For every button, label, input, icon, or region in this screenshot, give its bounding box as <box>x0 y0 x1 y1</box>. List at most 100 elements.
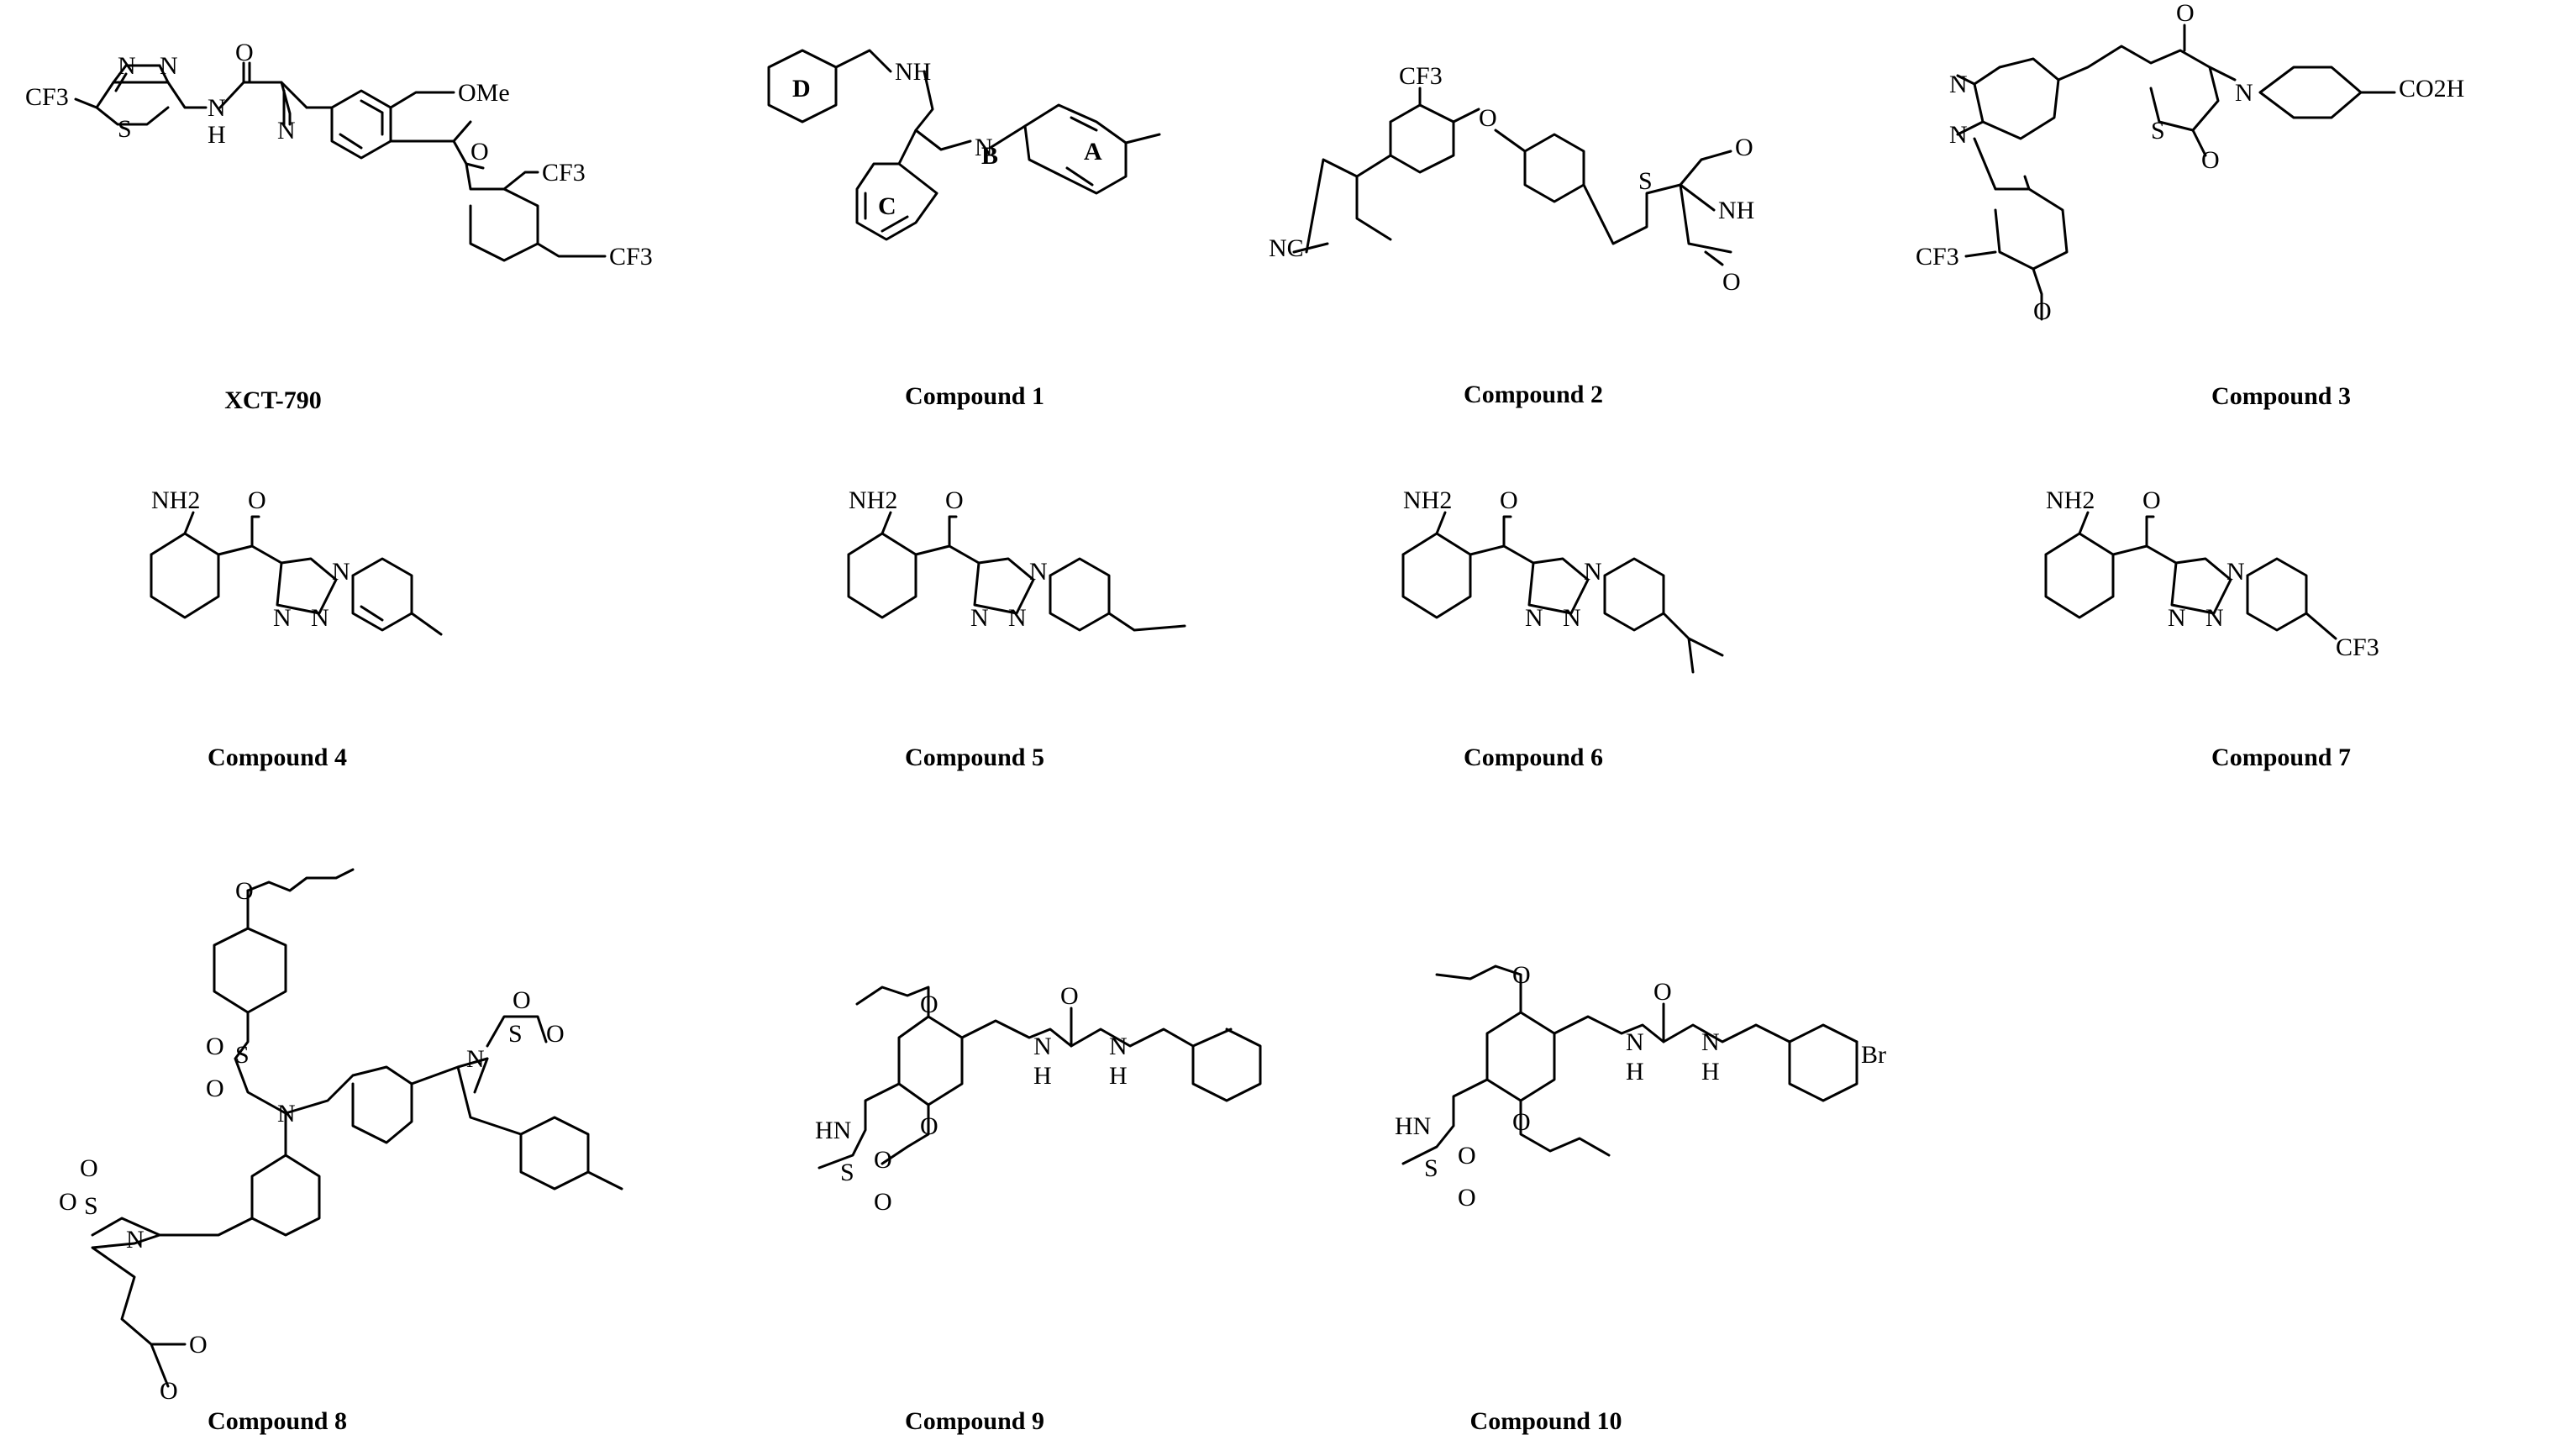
atom-label: O <box>1512 961 1531 989</box>
atom-label: O <box>206 1033 224 1060</box>
caption-compound-1: Compound 1 <box>905 382 1044 410</box>
atom-label: O <box>1458 1142 1476 1170</box>
atom-label: O <box>1735 134 1753 161</box>
atom-label: NH <box>895 58 931 86</box>
atom-label: S <box>1638 167 1653 195</box>
atom-label: O <box>874 1146 892 1174</box>
atom-label: O <box>920 991 938 1018</box>
structure-compound-10 <box>1401 965 1858 1165</box>
atom-label: O <box>206 1075 224 1102</box>
caption-xct-790: XCT-790 <box>224 386 322 414</box>
atom-label: O <box>945 486 964 514</box>
atom-label: NH2 <box>1403 486 1452 514</box>
atom-label: S <box>1424 1154 1438 1182</box>
atom-label: N <box>118 52 136 80</box>
atom-label: O <box>546 1020 565 1048</box>
ring-label: C <box>878 192 896 220</box>
atom-label: N <box>1033 1033 1052 1060</box>
caption-compound-6: Compound 6 <box>1464 744 1603 771</box>
atom-label: N <box>277 1100 296 1127</box>
atom-label: HN <box>1395 1112 1431 1140</box>
ring-label: D <box>792 75 811 102</box>
structure-compound-7 <box>2044 511 2337 640</box>
atom-label: NC <box>1269 234 1304 262</box>
atom-label: O <box>80 1154 98 1182</box>
atom-label: NH2 <box>2046 486 2095 514</box>
atom-label: O <box>1722 268 1741 296</box>
structure-compound-9 <box>817 986 1262 1170</box>
atom-label: S <box>118 115 132 143</box>
caption-compound-4: Compound 4 <box>208 744 347 771</box>
structure-compound-5 <box>847 511 1186 632</box>
structure-xct-790 <box>74 61 607 262</box>
atom-label: O <box>513 986 531 1014</box>
atom-label: O <box>1512 1108 1531 1136</box>
atom-label: N <box>208 94 226 122</box>
ring-label: B <box>981 142 998 170</box>
atom-label: CF3 <box>25 83 69 111</box>
caption-compound-3: Compound 3 <box>2211 382 2351 410</box>
atom-label: O <box>2176 0 2195 27</box>
atom-label: N <box>2205 604 2224 632</box>
atom-label: NH <box>1718 197 1754 224</box>
caption-compound-5: Compound 5 <box>905 744 1044 771</box>
caption-compound-10: Compound 10 <box>1469 1407 1622 1435</box>
atom-label: N <box>1109 1033 1128 1060</box>
atom-label: O <box>59 1188 77 1216</box>
atom-label: CF3 <box>2336 633 2379 661</box>
atom-label: N <box>1584 558 1602 586</box>
atom-label: N <box>2226 558 2245 586</box>
atom-label: O <box>874 1188 892 1216</box>
atom-label: H <box>1701 1058 1720 1085</box>
structure-compound-1 <box>767 49 1161 241</box>
atom-label: N <box>1701 1028 1720 1056</box>
atom-label: N <box>2235 79 2253 107</box>
atom-label: H <box>1109 1062 1128 1090</box>
atom-label: S <box>840 1159 854 1186</box>
atom-label: N <box>970 604 989 632</box>
atom-label: O <box>235 39 254 66</box>
atom-label: N <box>1626 1028 1644 1056</box>
ring-label: A <box>1084 138 1102 166</box>
atom-label: O <box>1500 486 1518 514</box>
caption-compound-7: Compound 7 <box>2211 744 2351 771</box>
atom-label: O <box>1458 1184 1476 1212</box>
atom-label: N <box>1949 121 1968 149</box>
atom-label: N <box>311 604 329 632</box>
atom-label: HN <box>815 1117 851 1144</box>
atom-label: S <box>84 1192 98 1220</box>
atom-label: O <box>1653 978 1672 1006</box>
atom-label: NH2 <box>849 486 897 514</box>
atom-label: N <box>277 117 296 145</box>
atom-label: O <box>248 486 266 514</box>
atom-label: NH2 <box>151 486 200 514</box>
atom-label: S <box>235 1041 250 1069</box>
structure-compound-8 <box>91 868 623 1388</box>
atom-label: O <box>920 1112 938 1140</box>
atom-label: N <box>1525 604 1543 632</box>
atom-label: N <box>1949 71 1968 98</box>
atom-label: N <box>126 1226 145 1254</box>
atom-label: N <box>1563 604 1581 632</box>
atom-label: N <box>273 604 292 632</box>
atom-label: CF3 <box>1916 243 1959 271</box>
atom-label: O <box>2142 486 2161 514</box>
structure-compound-4 <box>150 511 443 636</box>
structure-compound-3 <box>1956 24 2396 321</box>
atom-label: N <box>2168 604 2186 632</box>
caption-compound-8: Compound 8 <box>208 1407 347 1435</box>
caption-compound-9: Compound 9 <box>905 1407 1044 1435</box>
structure-compound-2 <box>1292 87 1732 266</box>
atom-label: N <box>1029 558 1048 586</box>
atom-label: O <box>235 877 254 905</box>
atom-label: H <box>1033 1062 1052 1090</box>
atom-label: N <box>160 52 178 80</box>
atom-label: N <box>975 134 993 161</box>
atom-label: S <box>508 1020 523 1048</box>
atom-label: H <box>1626 1058 1644 1085</box>
atom-label: O <box>2033 297 2052 325</box>
atom-label: N <box>1008 604 1027 632</box>
atom-label: O <box>1060 982 1079 1010</box>
atom-label: CF3 <box>609 243 653 271</box>
